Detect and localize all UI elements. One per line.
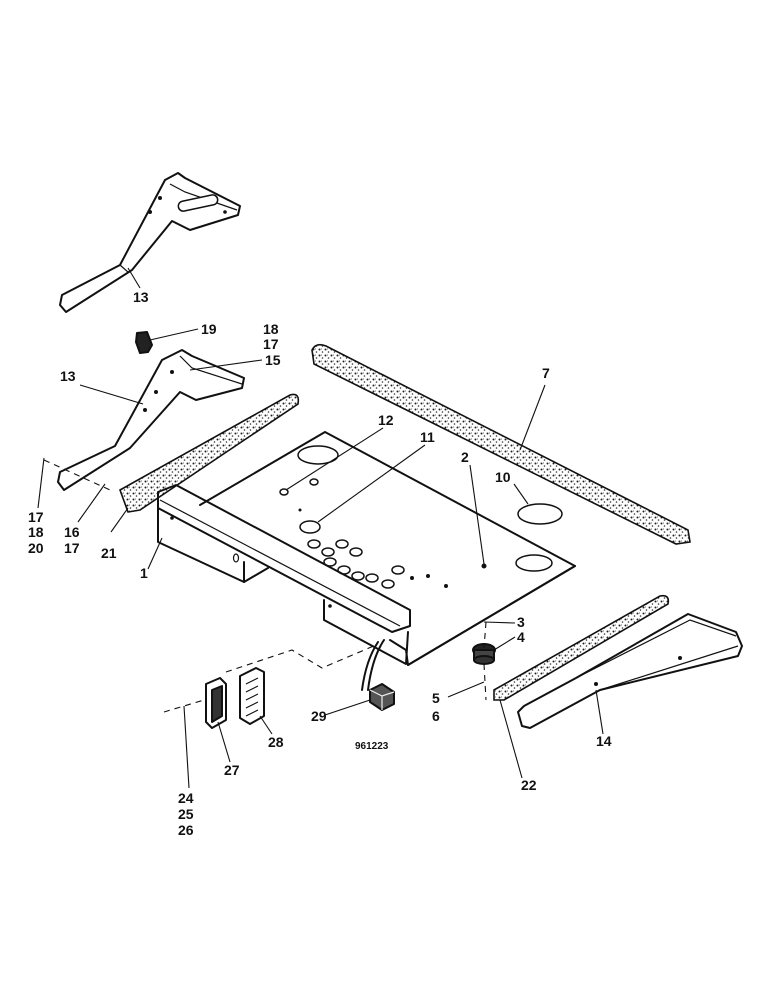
callout-3: 3 [517,614,525,630]
callout-12: 12 [378,412,394,428]
callout-17-mid: 17 [64,540,80,556]
callout-26: 26 [178,822,194,838]
callout-24: 24 [178,790,194,806]
callout-18-left: 18 [28,524,44,540]
callout-13-upper: 13 [133,289,149,305]
clip-part-19 [135,331,153,354]
right-support-bracket [517,613,743,729]
callout-18-top: 18 [263,321,279,337]
rubber-seal-strip-22 [493,594,670,701]
assembly-dashed-lines [43,459,487,713]
callout-16: 16 [64,524,80,540]
upper-support-bracket [59,172,241,313]
callout-labels: 13 19 18 17 15 13 7 12 11 2 10 17 18 20 … [28,289,612,838]
callout-4: 4 [517,629,525,645]
callout-19: 19 [201,321,217,337]
callout-21: 21 [101,545,117,561]
callout-1: 1 [140,565,148,581]
callout-2: 2 [461,449,469,465]
callout-14: 14 [596,733,612,749]
terminal-strip-28 [239,667,265,725]
rubber-seal-strip-7 [311,343,691,545]
callout-28: 28 [268,734,284,750]
callout-15: 15 [265,352,281,368]
callout-25: 25 [178,806,194,822]
callout-20: 20 [28,540,44,556]
front-angle-member [157,484,411,665]
callout-13-middle: 13 [60,368,76,384]
callout-29: 29 [311,708,327,724]
callout-5: 5 [432,690,440,706]
floor-plate-holes [307,539,405,589]
drawing-reference-number: 961223 [355,741,389,752]
callout-10: 10 [495,469,511,485]
callout-7: 7 [542,365,550,381]
leader-lines [37,267,604,789]
lower-support-bracket [57,349,245,491]
cable-loom [361,639,385,691]
rubber-seal-strip-21 [119,393,300,513]
callout-22: 22 [521,777,537,793]
callout-11: 11 [420,429,435,445]
callout-6: 6 [432,708,440,724]
connector-block-29 [369,683,395,711]
callout-17-top: 17 [263,336,279,352]
callout-27: 27 [224,762,240,778]
floor-plate [199,431,576,666]
callout-17-left: 17 [28,509,44,525]
bracket-part-27 [205,677,227,729]
